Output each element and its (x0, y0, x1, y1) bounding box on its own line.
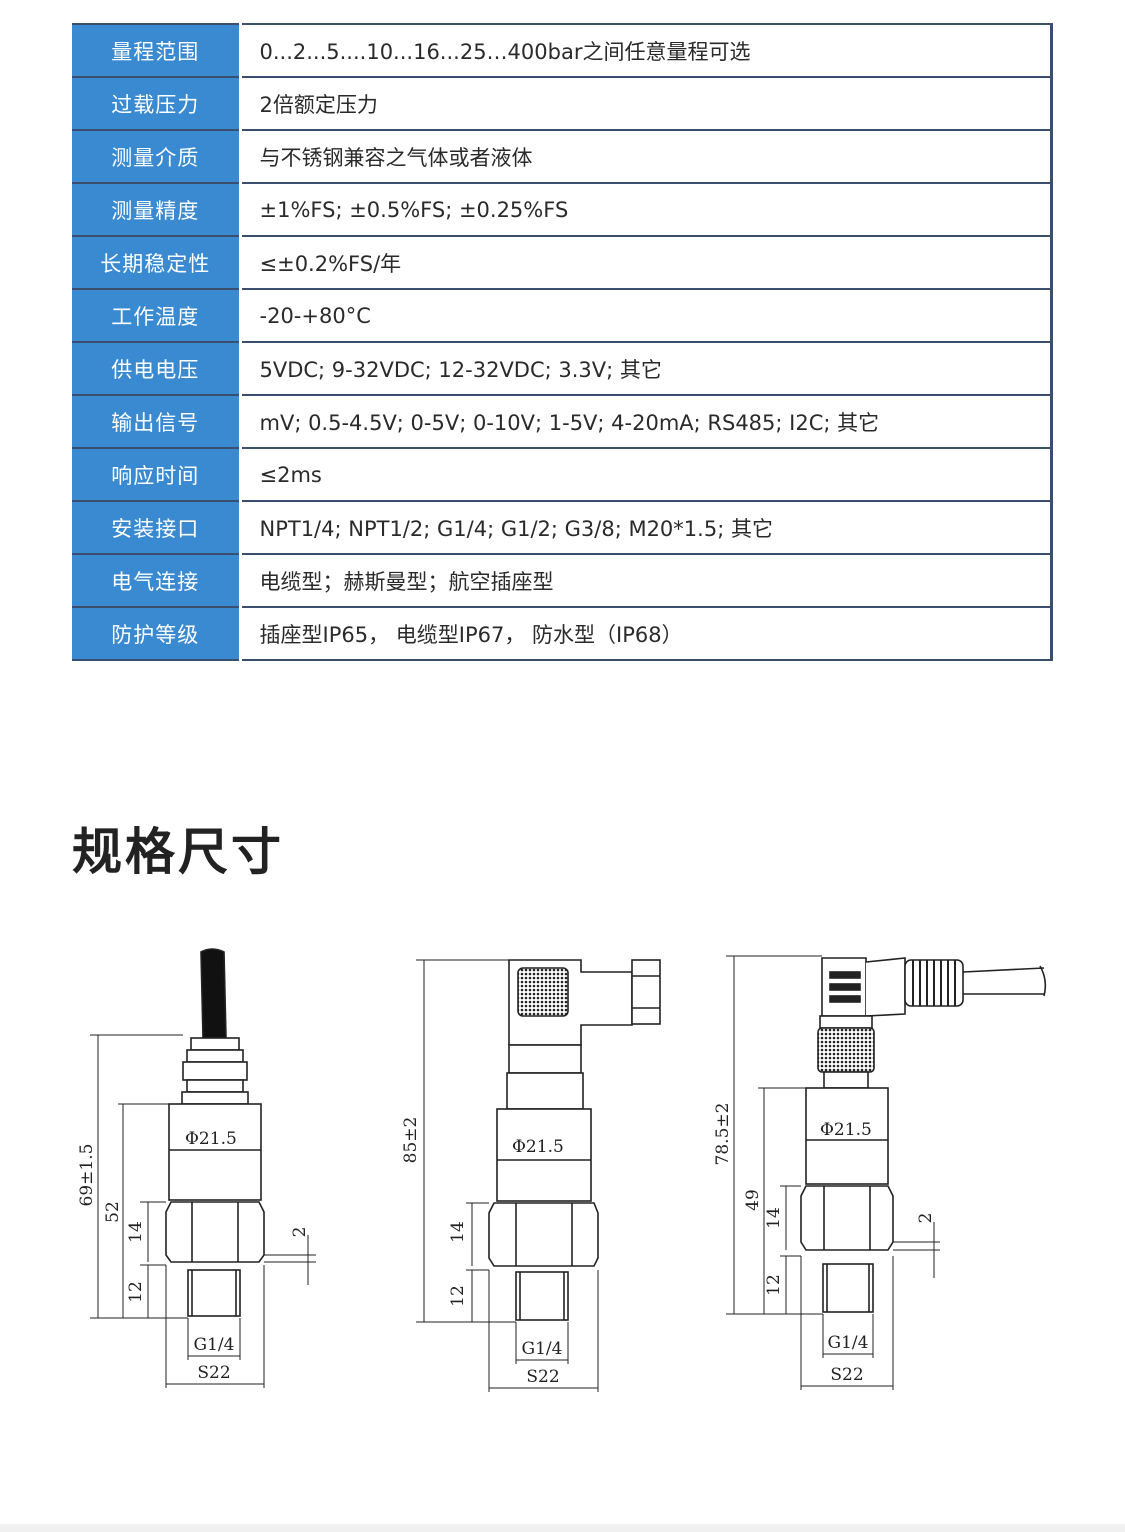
drawing-hirschmann-labels: Φ21.5 85±2 14 12 G1/4 S22 (401, 1117, 564, 1387)
cable-body-len-label: 52 (103, 1201, 123, 1223)
aviation-body-len-label: 49 (743, 1189, 763, 1211)
aviation-gap-label: 2 (916, 1213, 936, 1224)
spec-row: 电气连接电缆型；赫斯曼型；航空插座型 (72, 553, 1053, 608)
spec-label: 长期稳定性 (72, 235, 242, 290)
spec-value: mV; 0.5-4.5V; 0-5V; 0-10V; 1-5V; 4-20mA;… (240, 394, 1053, 449)
spec-value: 2倍额定压力 (240, 76, 1053, 131)
spec-label: 安装接口 (72, 500, 242, 555)
drawing-aviation-type (726, 955, 1047, 1390)
spec-value: -20-+80°C (240, 288, 1053, 343)
spec-value: ≤±0.2%FS/年 (240, 235, 1053, 290)
cable-wrench-label: S22 (197, 1363, 230, 1383)
connector-grip-icon (517, 967, 569, 1017)
cable-hex-label: 14 (126, 1221, 146, 1243)
spec-label: 测量精度 (72, 182, 242, 237)
spec-label: 量程范围 (72, 23, 242, 78)
spec-label: 过载压力 (72, 76, 242, 131)
hirschmann-wrench-label: S22 (526, 1367, 559, 1387)
hirschmann-hex-label: 14 (448, 1221, 468, 1243)
dimension-drawings: Φ21.5 69±1.5 52 14 12 2 G1/4 S22 (77, 948, 1047, 1392)
aviation-port-label: G1/4 (828, 1333, 869, 1353)
cable-icon (200, 948, 227, 1039)
knurled-nut-icon (817, 1027, 875, 1073)
spec-value: 插座型IP65， 电缆型IP67， 防水型（IP68） (240, 606, 1053, 661)
hirschmann-diameter-label: Φ21.5 (512, 1137, 564, 1157)
aviation-overall-label: 78.5±2 (713, 1103, 733, 1166)
cable-diameter-label: Φ21.5 (185, 1129, 237, 1149)
spec-label: 防护等级 (72, 606, 242, 661)
cable-overall-label: 69±1.5 (77, 1144, 97, 1207)
aviation-wrench-label: S22 (830, 1365, 863, 1385)
drawing-cable-labels: Φ21.5 69±1.5 52 14 12 2 G1/4 S22 (77, 1129, 310, 1383)
cable-gap-label: 2 (290, 1227, 310, 1238)
cable-port-label: G1/4 (194, 1335, 235, 1355)
spec-value: 电缆型；赫斯曼型；航空插座型 (240, 553, 1053, 608)
spec-row: 响应时间≤2ms (72, 447, 1053, 502)
spec-label: 输出信号 (72, 394, 242, 449)
spec-value: 0...2...5....10...16...25…400bar之间任意量程可选 (240, 23, 1053, 78)
spec-row: 长期稳定性≤±0.2%FS/年 (72, 235, 1053, 290)
spec-label: 测量介质 (72, 129, 242, 184)
section-title: 规格尺寸 (72, 823, 284, 881)
aviation-thread-label: 12 (764, 1274, 784, 1296)
spec-value: 5VDC; 9-32VDC; 12-32VDC; 3.3V; 其它 (240, 341, 1053, 396)
spec-label: 响应时间 (72, 447, 242, 502)
drawing-aviation-labels: Φ21.5 78.5±2 49 14 12 2 G1/4 S22 (713, 1103, 936, 1385)
hirschmann-overall-label: 85±2 (401, 1117, 421, 1164)
spec-value: NPT1/4; NPT1/2; G1/4; G1/2; G3/8; M20*1.… (240, 500, 1053, 555)
hirschmann-port-label: G1/4 (522, 1339, 563, 1359)
aviation-diameter-label: Φ21.5 (820, 1120, 872, 1140)
footer-strip (0, 1524, 1125, 1532)
spec-label: 电气连接 (72, 553, 242, 608)
spec-row: 防护等级插座型IP65， 电缆型IP67， 防水型（IP68） (72, 606, 1053, 661)
spec-value: 与不锈钢兼容之气体或者液体 (240, 129, 1053, 184)
spec-row: 测量介质与不锈钢兼容之气体或者液体 (72, 129, 1053, 184)
spec-label: 供电电压 (72, 341, 242, 396)
spec-row: 测量精度±1%FS; ±0.5%FS; ±0.25%FS (72, 182, 1053, 237)
spec-value: ≤2ms (240, 447, 1053, 502)
aviation-hex-label: 14 (764, 1207, 784, 1229)
hirschmann-thread-label: 12 (448, 1285, 468, 1307)
drawing-hirschmann-type (416, 959, 661, 1392)
spec-row: 工作温度-20-+80°C (72, 288, 1053, 343)
spec-label: 工作温度 (72, 288, 242, 343)
spec-value: ±1%FS; ±0.5%FS; ±0.25%FS (240, 182, 1053, 237)
drawing-cable-type (90, 948, 316, 1388)
cable-thread-label: 12 (126, 1281, 146, 1303)
